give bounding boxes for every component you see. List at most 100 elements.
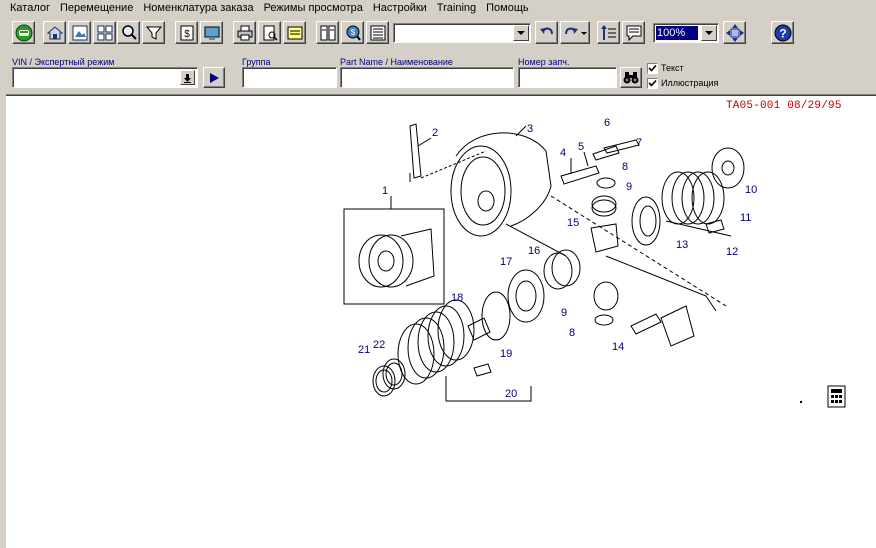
home-button[interactable] [43,21,66,44]
picture-icon [72,25,87,40]
callout-20[interactable]: 20 [505,388,517,400]
svg-text:$: $ [184,29,190,40]
zoom-dropdown[interactable] [701,25,717,41]
group-label: Группа [242,57,271,67]
fit-button[interactable] [723,21,746,44]
catalog-button[interactable] [316,21,339,44]
play-arrow-icon [210,72,219,83]
search-button[interactable] [117,21,140,44]
illustration-panel[interactable]: TA05-001 08/29/95 [6,96,876,548]
go-button[interactable] [12,21,35,44]
tree-button[interactable] [597,21,620,44]
part-15-block [590,223,619,253]
checkmark-icon [648,64,657,72]
notepad-button[interactable] [283,21,306,44]
separator [6,95,876,96]
callout-19[interactable]: 19 [500,348,512,360]
search-globe-button[interactable]: $ [341,21,364,44]
redo-button[interactable] [560,21,590,44]
group-input[interactable] [242,67,337,88]
callout-4[interactable]: 4 [560,147,566,159]
view-select-dropdown[interactable] [513,25,529,41]
filter-button[interactable] [142,21,165,44]
help-icon: ? [774,24,791,41]
diagram-code: TA05-001 08/29/95 [726,100,842,112]
callout-16[interactable]: 16 [528,245,540,257]
print-button[interactable] [233,21,256,44]
callout-17[interactable]: 17 [500,256,512,268]
part-name-input[interactable] [340,67,514,88]
part-9-gear [591,199,617,217]
menu-view-modes[interactable]: Режимы просмотра [263,2,363,14]
callout-22[interactable]: 22 [373,339,385,351]
callout-1[interactable]: 1 [382,185,388,197]
callout-3[interactable]: 3 [527,123,533,135]
vin-input[interactable] [12,67,198,88]
callout-12[interactable]: 12 [726,246,738,258]
illustration-checkbox-label: Иллюстрация [661,78,719,88]
callout-6[interactable]: 6 [604,117,610,129]
callout-9[interactable]: 9 [626,181,632,193]
list-button[interactable] [366,21,389,44]
svg-text:$: $ [350,28,355,37]
view-select[interactable] [393,23,531,43]
menu-order-list[interactable]: Номенклатура заказа [143,2,254,14]
filter-icon [145,26,162,40]
menu-training[interactable]: Training [436,2,477,14]
undo-icon [539,27,553,34]
menu-settings[interactable]: Настройки [372,2,427,14]
callout-8-lower[interactable]: 8 [569,327,575,339]
picture-button[interactable] [68,21,91,44]
illustration-checkbox[interactable] [647,78,658,89]
part-22-ring [382,358,406,390]
callout-9-lower[interactable]: 9 [561,307,567,319]
part-17-disc [507,269,545,323]
toolbar: $ $ 100% ? [7,21,873,47]
callout-2[interactable]: 2 [432,127,438,139]
chevron-down-icon [705,31,713,35]
help-button[interactable]: ? [771,21,794,44]
part-number-label: Номер запч. [518,57,570,67]
part-number-input[interactable] [518,67,617,88]
text-checkbox[interactable] [647,63,658,74]
part-name-label: Part Name / Наименование [340,57,453,67]
callout-15[interactable]: 15 [567,217,579,229]
monitor-button[interactable] [200,21,223,44]
window-left-frame [0,0,6,548]
callout-14[interactable]: 14 [612,341,624,353]
part-13-ring [631,196,661,246]
menu-navigation[interactable]: Перемещение [60,2,134,14]
binoculars-button[interactable] [620,67,642,88]
part-1-inset [343,208,445,305]
checkmark-icon [648,79,657,87]
undo-button[interactable] [535,21,558,44]
vin-dropdown[interactable] [180,70,195,85]
grid-button[interactable] [93,21,116,44]
zoom-select[interactable]: 100% [653,23,719,43]
zoom-value: 100% [656,26,698,40]
print-icon [237,25,252,40]
calculator-icon[interactable] [827,385,846,408]
callout-10[interactable]: 10 [745,184,757,196]
callout-8[interactable]: 8 [622,161,628,173]
callout-7[interactable]: 7 [636,137,642,149]
part-10-washer [711,147,745,189]
vin-go-button[interactable] [203,67,225,88]
part-6-pin [592,145,620,161]
money-button[interactable]: $ [175,21,198,44]
callout-21[interactable]: 21 [358,344,370,356]
callout-13[interactable]: 13 [676,239,688,251]
callout-18[interactable]: 18 [451,292,463,304]
part-8-lower-washer [594,314,614,326]
callout-11[interactable]: 11 [740,212,751,224]
part-9-lower-gear [593,281,619,311]
exploded-diagram[interactable]: 1 2 3 4 5 6 7 8 9 10 11 12 13 14 15 16 1… [6,96,876,548]
callout-5[interactable]: 5 [578,141,584,153]
home-icon [46,25,63,39]
note-button[interactable] [622,21,645,44]
menu-catalog[interactable]: Каталог [10,2,50,14]
preview-button[interactable] [258,21,281,44]
svg-text:?: ? [779,26,786,40]
menu-help[interactable]: Помощь [486,2,529,14]
part-20-clutch [397,323,435,385]
